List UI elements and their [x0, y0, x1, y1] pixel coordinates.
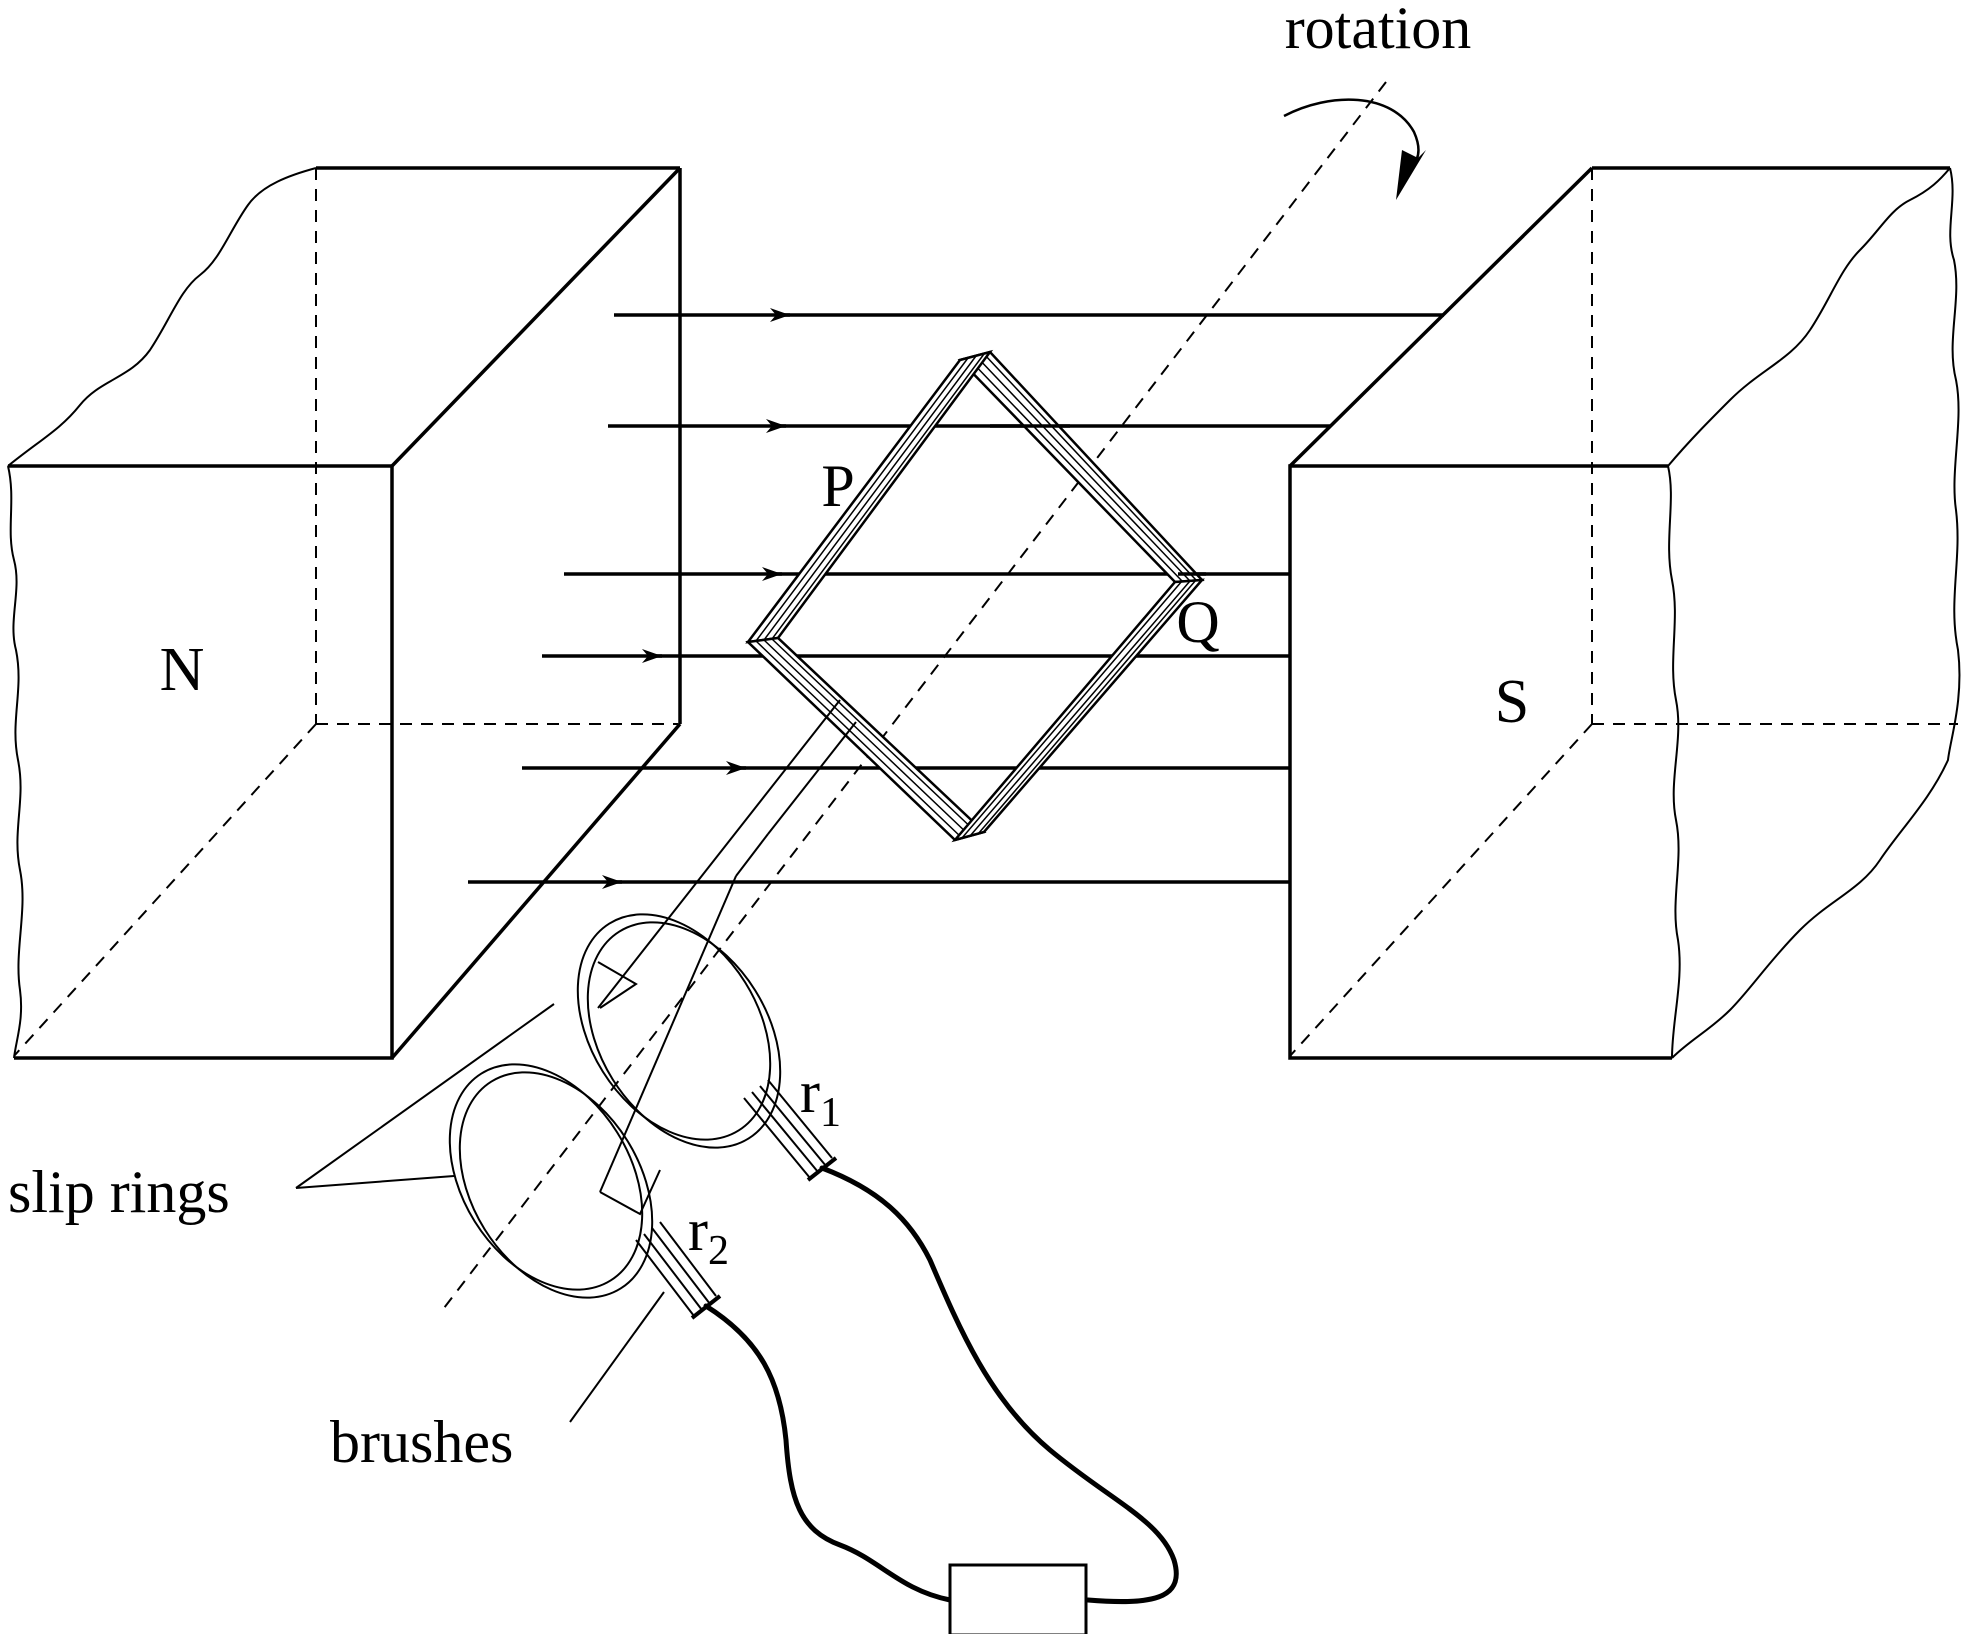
- lead-wire: [767, 721, 857, 835]
- north-top-side-edge: [390, 166, 682, 468]
- brushes-group: [635, 1079, 838, 1320]
- brush-1: [743, 1079, 838, 1182]
- side-q-label: Q: [1176, 589, 1219, 655]
- south-broken-side-edge: [1671, 167, 1961, 1059]
- slip-rings-leader: [295, 1003, 555, 1189]
- rotation-label: rotation: [1285, 0, 1472, 61]
- ring-1-label: r1: [800, 1059, 841, 1136]
- north-pole-label: N: [160, 636, 205, 704]
- south-magnet: S: [1288, 166, 1961, 1060]
- slip-ring-1: [576, 913, 782, 1149]
- slip-rings-leader: [295, 1175, 455, 1189]
- north-magnet: N: [7, 166, 682, 1060]
- magnetic-field-lines: [468, 308, 1444, 889]
- rectangular-coil: P Q: [745, 349, 1220, 843]
- rotation-arrowhead: [1396, 150, 1426, 200]
- lead-wire: [735, 833, 769, 877]
- rotation-axis: [443, 81, 1387, 1309]
- ring-2-label: r2: [688, 1197, 729, 1274]
- circuit-wire-2: [703, 1303, 953, 1603]
- south-front-face: [1288, 464, 1672, 1060]
- callouts: slip rings brushes r1 r2: [8, 1003, 841, 1475]
- external-circuit: [703, 1165, 1179, 1634]
- north-front-face: [8, 464, 394, 1060]
- load-resistor: [948, 1563, 1088, 1634]
- north-broken-front-edge: [7, 465, 24, 1059]
- lead-hook-ring-2: [599, 1169, 661, 1216]
- brushes-label: brushes: [330, 1409, 513, 1475]
- slip-rings-label: slip rings: [8, 1159, 230, 1225]
- north-broken-top-edge: [7, 167, 317, 467]
- brushes-leader: [569, 1291, 665, 1423]
- rotation-curve: [1283, 98, 1420, 167]
- brush-2: [635, 1221, 722, 1320]
- lead-wire: [597, 699, 841, 1009]
- south-broken-front-edge: [1667, 465, 1681, 1059]
- lead-hook-ring-1: [597, 961, 638, 1009]
- north-hidden-edge: [13, 723, 317, 1057]
- south-broken-top-edge: [1667, 167, 1951, 467]
- lead-wire: [599, 875, 737, 1193]
- rotation-indicator: rotation: [1283, 0, 1472, 200]
- coil-side-bottom-left: [745, 636, 987, 842]
- slip-ring-2: [448, 1063, 654, 1299]
- south-pole-label: S: [1495, 668, 1529, 736]
- slip-rings: [448, 913, 782, 1299]
- circuit-wire-1: [819, 1165, 1179, 1605]
- south-top-side-edge: [1288, 166, 1594, 468]
- side-p-label: P: [821, 453, 854, 519]
- coil-leads: [597, 699, 857, 1216]
- south-hidden-edge: [1289, 723, 1593, 1057]
- north-bottom-side-edge: [390, 722, 682, 1060]
